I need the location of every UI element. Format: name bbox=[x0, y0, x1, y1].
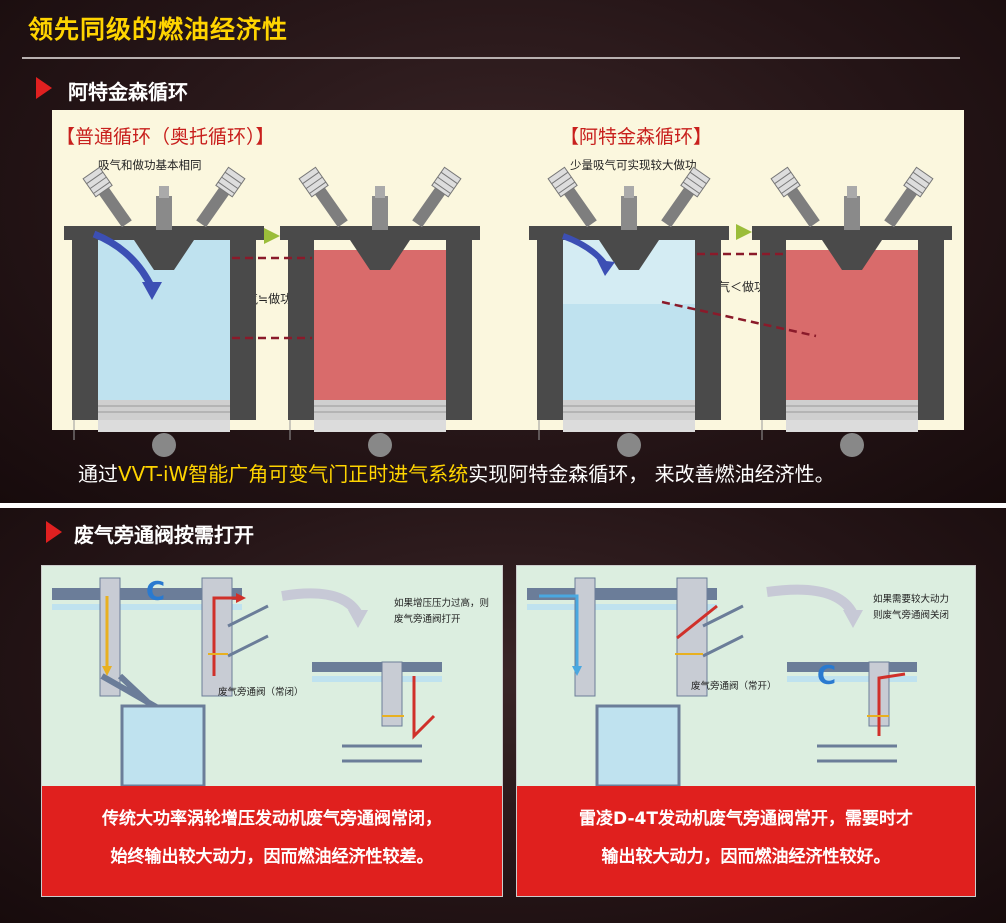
section-bullet-icon bbox=[36, 77, 52, 99]
atkinson-caption: 通过VVT-iW智能广角可变气门正时进气系统实现阿特金森循环， 来改善燃油经济性… bbox=[78, 462, 835, 486]
wastegate-open-diagram: C bbox=[527, 577, 917, 788]
closed-caption-bar: 传统大功率涡轮增压发动机废气旁通阀常闭， 始终输出较大动力，因而燃油经济性较差。 bbox=[42, 786, 502, 896]
closed-note: 如果增压压力过高，则废气旁通阀打开 bbox=[394, 598, 490, 625]
wastegate-closed-diagram: C bbox=[52, 577, 442, 799]
title-divider bbox=[22, 57, 960, 59]
atkinson-subtitle: 少量吸气可实现较大做功 bbox=[570, 158, 697, 172]
otto-power-cylinder bbox=[279, 166, 481, 458]
closed-caption-line2: 始终输出较大动力，因而燃油经济性较差。 bbox=[110, 847, 434, 867]
open-valve-label: 废气旁通阀（常开） bbox=[691, 681, 777, 692]
svg-text:C: C bbox=[817, 661, 836, 691]
closed-caption-line1: 传统大功率涡轮增压发动机废气旁通阀常闭， bbox=[102, 809, 442, 829]
open-note: 如果需要较大动力则废气旁通阀关闭 bbox=[873, 594, 950, 621]
section-title: 废气旁通阀按需打开 bbox=[74, 523, 254, 547]
otto-heading: 【普通循环（奥托循环）】 bbox=[56, 126, 275, 148]
section-bullet-icon bbox=[46, 521, 62, 543]
open-caption-bar: 雷凌D-4T发动机废气旁通阀常开，需要时才 输出较大动力，因而燃油经济性较好。 bbox=[517, 786, 975, 896]
svg-text:C: C bbox=[146, 577, 165, 607]
cylinder-diagrams bbox=[63, 166, 953, 458]
page-title: 领先同级的燃油经济性 bbox=[28, 15, 289, 44]
wastegate-open-panel: C 如果需要较大动力则废气旁通阀关闭 废气旁通阀（常开） 雷凌D-4T发动机废气… bbox=[516, 565, 976, 897]
atkinson-heading: 【阿特金森循环】 bbox=[560, 126, 713, 148]
slide-divider bbox=[0, 503, 1006, 508]
atkinson-diagram-panel: 【普通循环（奥托循环）】 吸气和做功基本相同 【阿特金森循环】 少量吸气可实现较… bbox=[52, 110, 964, 458]
wastegate-closed-panel: C 如果增压压力过高，则废气旁通阀打开 废气旁通阀（常闭） 传统大功率涡轮增压发… bbox=[41, 565, 503, 897]
atkinson-arrow-icon bbox=[736, 224, 752, 240]
open-caption-line2: 输出较大动力，因而燃油经济性较好。 bbox=[601, 847, 891, 867]
otto-intake-cylinder bbox=[63, 166, 265, 458]
slide-atkinson: 领先同级的燃油经济性 阿特金森循环 【普通循环（奥托循环）】 吸气和做功基本相同… bbox=[0, 0, 1006, 503]
otto-subtitle: 吸气和做功基本相同 bbox=[98, 158, 202, 172]
atkinson-power-cylinder bbox=[751, 166, 953, 458]
otto-arrow-icon bbox=[264, 228, 280, 244]
section-title: 阿特金森循环 bbox=[68, 80, 188, 104]
caption-highlight: VVT-iW智能广角可变气门正时进气系统 bbox=[118, 462, 469, 486]
atkinson-intake-cylinder bbox=[528, 166, 730, 458]
atkinson-mid-label: 吸气＜做功 bbox=[706, 280, 767, 294]
open-caption-line1: 雷凌D-4T发动机废气旁通阀常开，需要时才 bbox=[579, 809, 913, 829]
closed-valve-label: 废气旁通阀（常闭） bbox=[218, 687, 304, 698]
